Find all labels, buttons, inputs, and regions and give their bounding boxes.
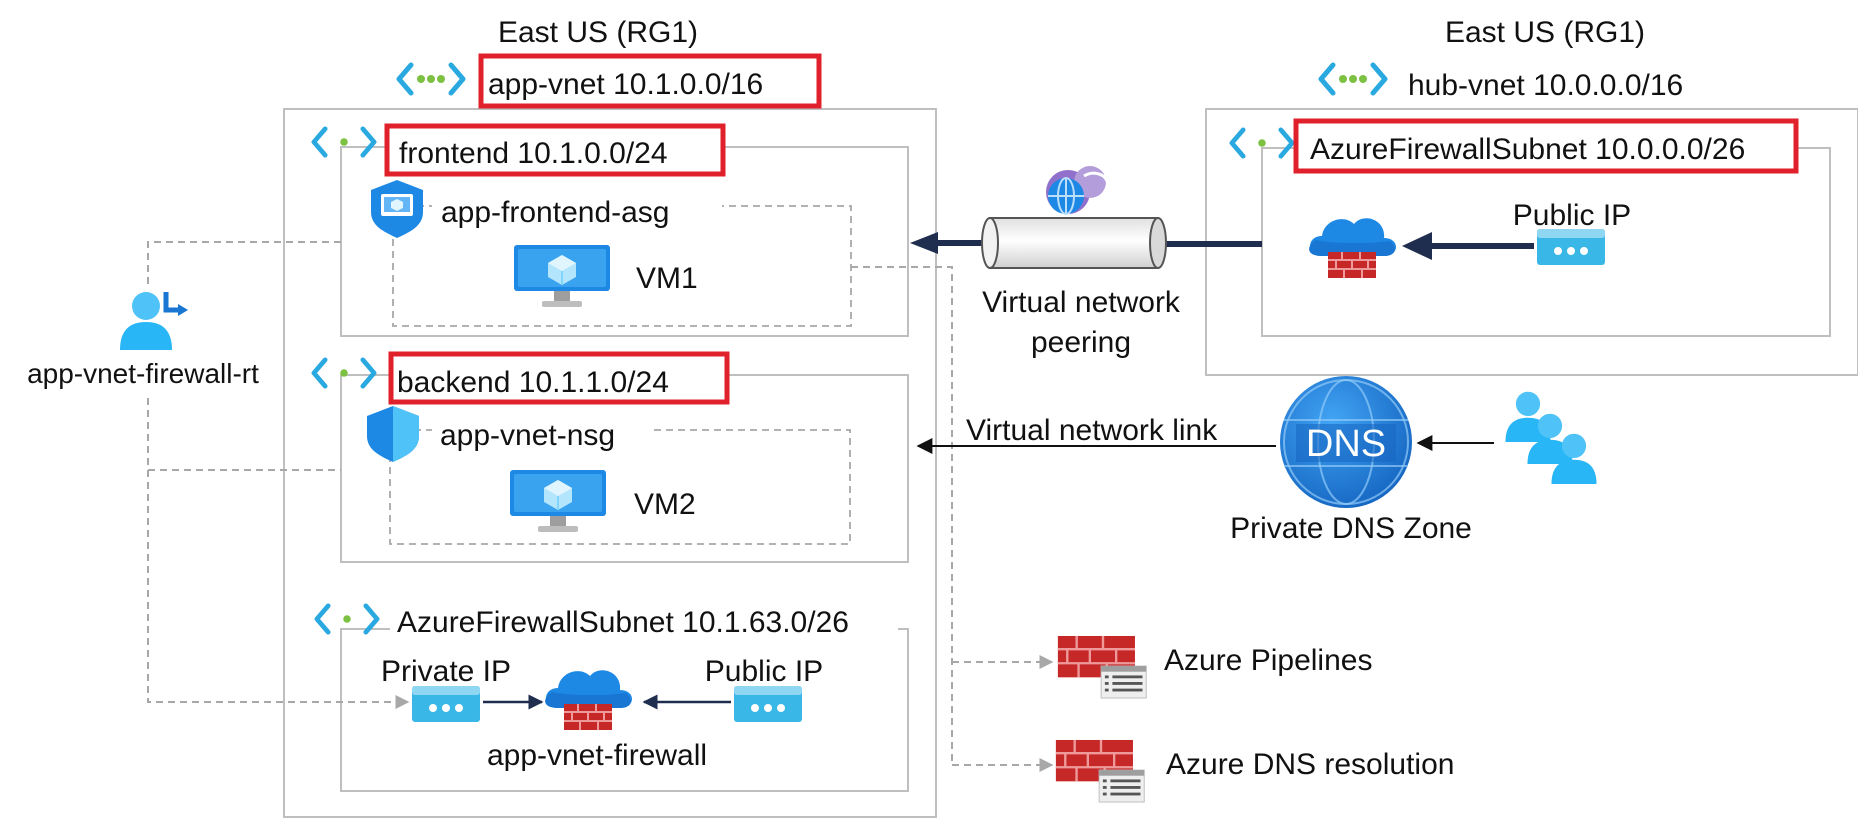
backend-label: backend 10.1.1.0/24 [397, 366, 669, 399]
hub-firewall-subnet-label: AzureFirewallSubnet 10.0.0.0/26 [1310, 133, 1745, 166]
app-vnet-box [283, 108, 937, 818]
app-public-ip-icon [734, 686, 802, 722]
app-public-ip-label: Public IP [705, 655, 823, 688]
dns-zone-label: Private DNS Zone [1230, 512, 1472, 545]
hub-public-ip-label: Public IP [1513, 199, 1631, 232]
nsg-label-bg [432, 415, 654, 455]
frontend-label: frontend 10.1.0.0/24 [399, 137, 668, 170]
asg-icon [371, 180, 423, 238]
frontend-subnet-icon [314, 129, 374, 155]
vm2-label: VM2 [634, 488, 696, 521]
route-table-icon [120, 292, 188, 350]
peering-arrowhead [910, 232, 938, 254]
app-vnet-label: app-vnet 10.1.0.0/16 [488, 68, 763, 101]
vm2-icon [509, 469, 607, 533]
app-firewall-subnet-label: AzureFirewallSubnet 10.1.63.0/26 [397, 606, 849, 639]
peering-icon [1046, 166, 1110, 215]
private-ip-label: Private IP [381, 655, 511, 688]
frontend-highlight [384, 123, 726, 177]
dns-icon-text: DNS [1306, 423, 1386, 465]
azure-pipelines-label: Azure Pipelines [1164, 644, 1372, 677]
app-firewall-label: app-vnet-firewall [487, 739, 707, 772]
users-icon [1505, 391, 1597, 484]
peering-label-line1: Virtual network [982, 286, 1181, 319]
private-ip-icon [412, 686, 480, 722]
backend-highlight [388, 351, 730, 405]
hub-vnet-label: hub-vnet 10.0.0.0/16 [1408, 69, 1683, 102]
region-label-left: East US (RG1) [498, 16, 698, 49]
route-table-label: app-vnet-firewall-rt [27, 358, 259, 389]
nsg-label: app-vnet-nsg [440, 419, 615, 452]
azure-dns-resolution-label: Azure DNS resolution [1166, 748, 1454, 781]
azure-dns-resolution-icon [1054, 738, 1146, 804]
app-firewall-subnet-label-bg [390, 600, 898, 640]
vnet-link-label: Virtual network link [966, 414, 1218, 447]
dns-icon [1280, 376, 1412, 508]
nsg-icon [367, 406, 419, 462]
hub-vnet-icon [1321, 65, 1385, 93]
hub-public-ip-icon [1537, 229, 1605, 265]
app-firewall-icon [544, 669, 633, 731]
backend-subnet-icon [314, 360, 374, 386]
peering-pipe [981, 217, 1167, 269]
hub-firewall-subnet-highlight [1293, 118, 1799, 174]
app-vnet-icon [399, 65, 463, 93]
external-dashed-lines [851, 266, 1054, 772]
hub-ip-to-firewall-arrowhead [1402, 232, 1432, 260]
vm1-icon [513, 244, 611, 308]
hub-firewall-icon [1308, 217, 1397, 279]
azure-pipelines-icon [1056, 634, 1148, 700]
peering-label-line2: peering [1031, 326, 1131, 359]
asg-label: app-frontend-asg [441, 196, 670, 229]
route-dashed-lines [147, 241, 410, 709]
region-label-right: East US (RG1) [1445, 16, 1645, 49]
vm1-label: VM1 [636, 262, 698, 295]
app-vnet-highlight [478, 53, 822, 109]
asg-label-bg [432, 193, 722, 233]
